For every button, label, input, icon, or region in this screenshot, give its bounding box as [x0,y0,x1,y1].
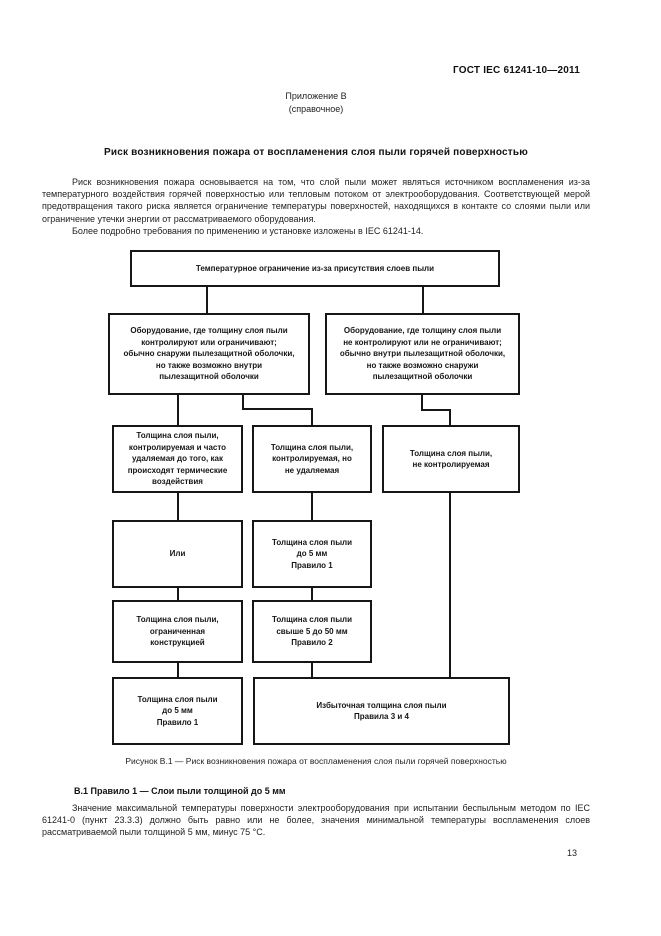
flowchart-box-row6-left: Толщина слоя пыли до 5 мм Правило 1 [112,677,243,745]
connector-line [421,393,451,427]
flowchart-box-row2-right: Оборудование, где толщину слоя пыли не к… [325,313,520,395]
flowchart-box-row3-middle: Толщина слоя пыли, контролируемая, но не… [252,425,372,493]
intro-text: Риск возникновения пожара основывается н… [42,176,590,237]
intro-paragraph-1: Риск возникновения пожара основывается н… [42,177,590,224]
intro-paragraph-2: Более подробно требования по применению … [72,225,424,236]
page-number: 13 [566,848,577,858]
doc-number: ГОСТ IEC 61241-10—2011 [453,65,580,76]
flowchart-box-row6-wide: Избыточная толщина слоя пыли Правила 3 и… [253,677,510,745]
section-paragraph: Значение максимальной температуры поверх… [42,803,590,838]
flowchart-box-row3-right: Толщина слоя пыли, не контролируемая [382,425,520,493]
flowchart-box-top: Температурное ограничение из-за присутст… [130,250,500,287]
annex-header: Приложение В (справочное) [42,90,590,116]
annex-type: (справочное) [288,104,344,114]
figure-caption: Рисунок В.1 — Риск возникновения пожара … [125,756,507,766]
page-title: Риск возникновения пожара от воспламенен… [104,147,528,158]
annex-name: Приложение В [285,91,347,101]
flowchart-box-row5-left: Толщина слоя пыли, ограниченная конструк… [112,600,243,663]
section-heading: В.1 Правило 1 — Слои пыли толщиной до 5 … [74,786,286,796]
flowchart-box-row4-left: Или [112,520,243,588]
section-text: Значение максимальной температуры поверх… [42,802,590,839]
connector-line [242,393,313,427]
flowchart-box-row3-left: Толщина слоя пыли, контролируемая и част… [112,425,243,493]
flowchart-box-row2-left: Оборудование, где толщину слоя пыли конт… [108,313,310,395]
flowchart-box-row5-middle: Толщина слоя пыли свыше 5 до 50 мм Прави… [252,600,372,663]
flowchart-box-row4-middle: Толщина слоя пыли до 5 мм Правило 1 [252,520,372,588]
